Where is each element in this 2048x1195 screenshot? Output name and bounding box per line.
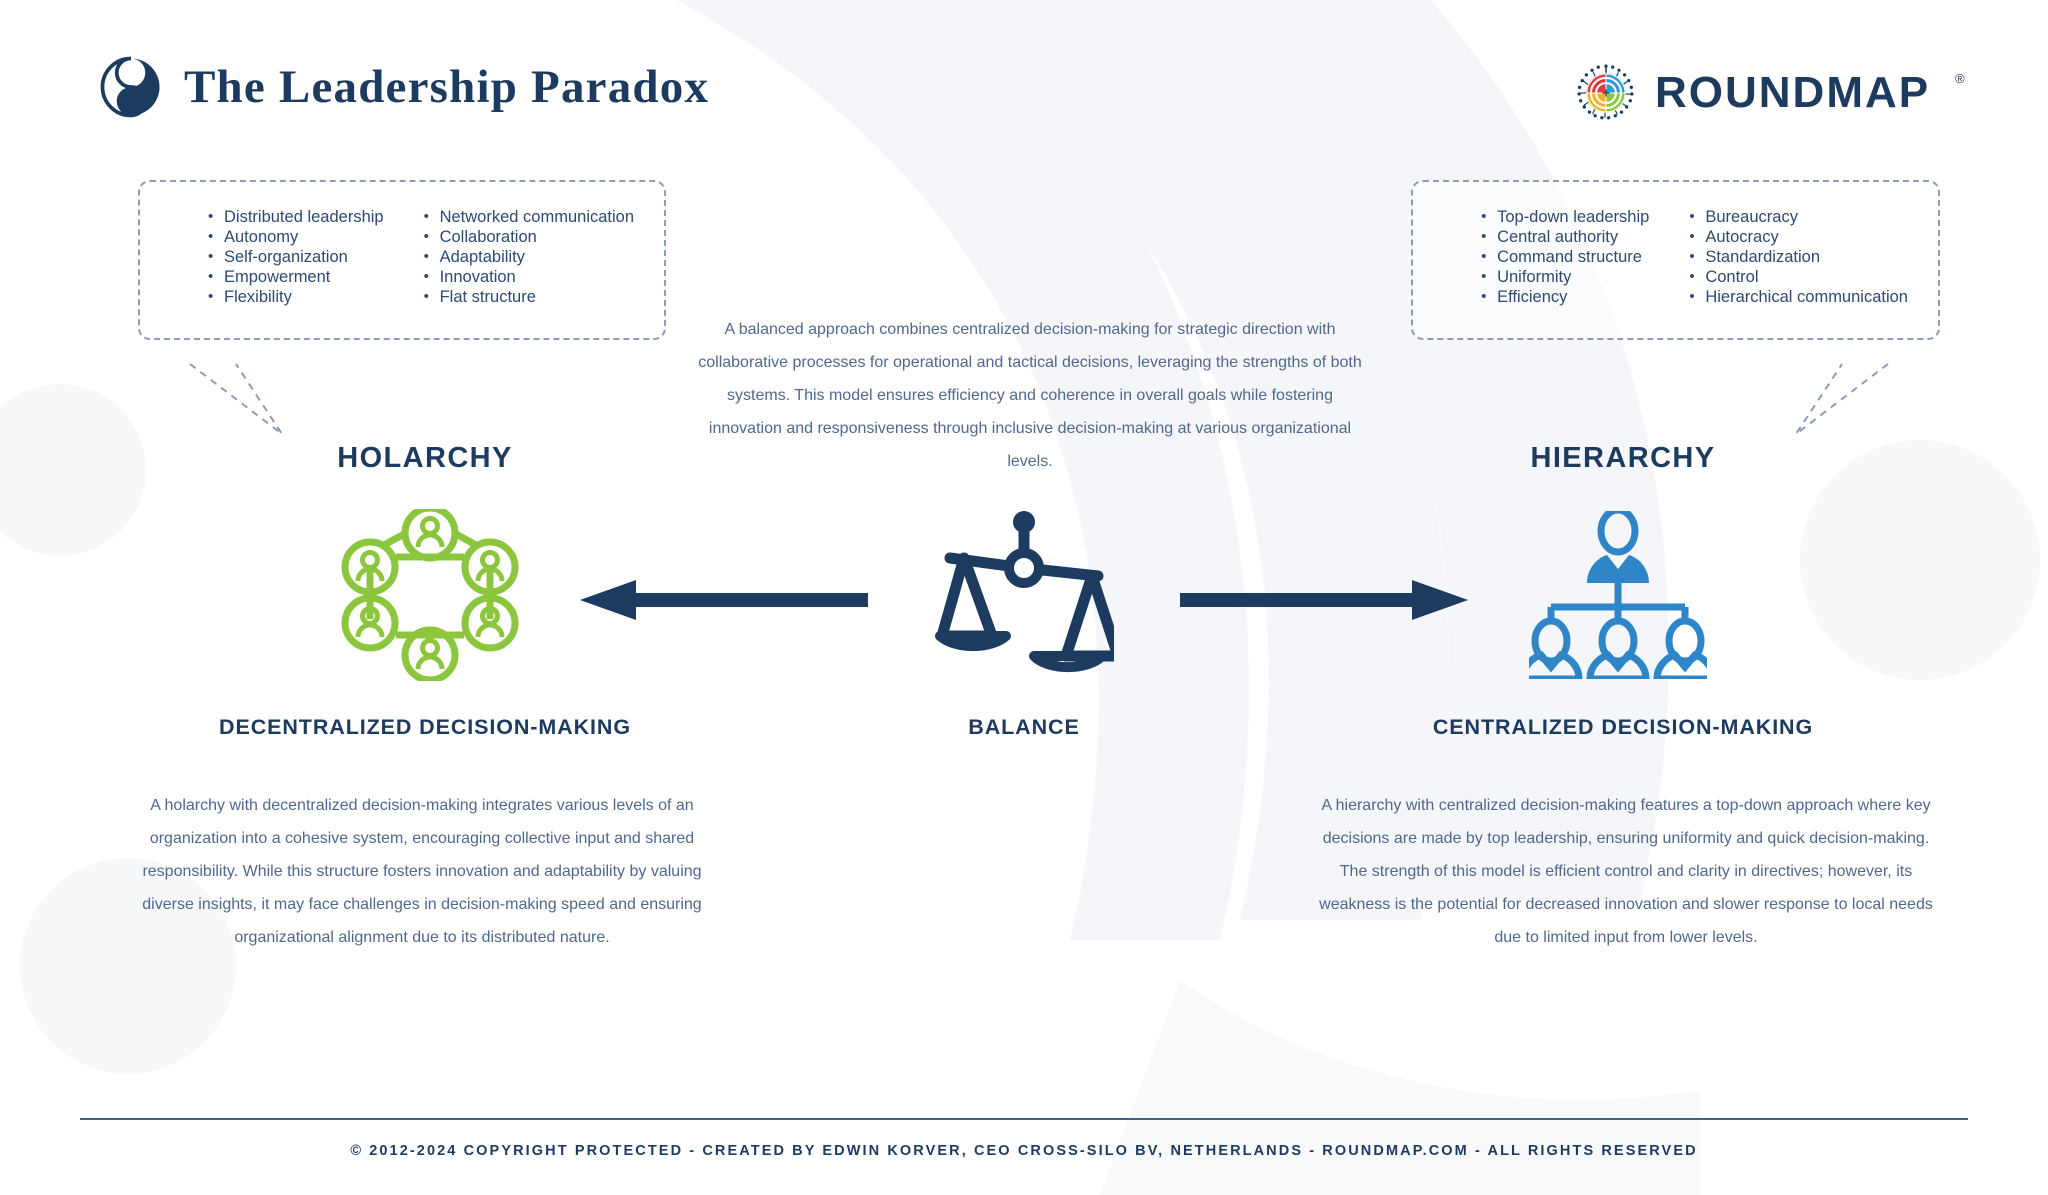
balance-scale-icon	[924, 505, 1124, 685]
callout-tail-right	[1795, 363, 1889, 435]
list-item: Central authority	[1481, 227, 1649, 248]
list-item: Autocracy	[1689, 227, 1908, 248]
arrow-pointing-left-to-holarchy	[580, 580, 868, 620]
page-header: The Leadership Paradox	[0, 48, 2048, 138]
hierarchy-heading: HIERARCHY	[1530, 442, 1716, 474]
holarchy-description: A holarchy with decentralized decision-m…	[142, 797, 702, 946]
list-item: Control	[1689, 267, 1908, 288]
list-item: Flat structure	[424, 287, 634, 308]
list-item: Autonomy	[208, 227, 384, 248]
list-item: Networked communication	[424, 207, 634, 228]
hierarchy-traits-column-1: Top-down leadership Central authority Co…	[1481, 207, 1649, 308]
org-chart-people-icon	[1518, 505, 1718, 685]
list-item: Flexibility	[208, 287, 384, 308]
brand-left: The Leadership Paradox	[100, 56, 709, 118]
list-item: Standardization	[1689, 247, 1908, 268]
balance-label: BALANCE	[968, 715, 1080, 739]
hierarchy-traits-callout: Top-down leadership Central authority Co…	[1411, 180, 1940, 435]
callout-tail-left	[189, 363, 283, 435]
list-item: Uniformity	[1481, 267, 1649, 288]
list-item: Adaptability	[424, 247, 634, 268]
holarchy-traits-column-1: Distributed leadership Autonomy Self-org…	[208, 207, 384, 308]
holarchy-traits-column-2: Networked communication Collaboration Ad…	[424, 207, 634, 308]
hierarchy-description: A hierarchy with centralized decision-ma…	[1319, 797, 1933, 946]
list-item: Efficiency	[1481, 287, 1649, 308]
centralized-label: CENTRALIZED DECISION-MAKING	[1432, 715, 1814, 739]
networked-people-ring-icon	[330, 505, 530, 685]
roundmap-wordmark-text: ROUNDMAP ®	[1655, 68, 1965, 117]
list-item: Collaboration	[424, 227, 634, 248]
yin-yang-icon	[100, 56, 160, 118]
page-title: The Leadership Paradox	[184, 61, 710, 113]
list-item: Innovation	[424, 267, 634, 288]
holarchy-traits-callout: Distributed leadership Autonomy Self-org…	[138, 180, 667, 435]
balance-description: A balanced approach combines centralized…	[698, 321, 1362, 470]
holarchy-heading: HOLARCHY	[337, 442, 513, 474]
svg-text:ROUNDMAP: ROUNDMAP	[1655, 68, 1930, 117]
list-item: Self-organization	[208, 247, 384, 268]
hierarchy-traits-column-2: Bureaucracy Autocracy Standardization Co…	[1689, 207, 1908, 308]
arrow-pointing-right-to-hierarchy	[1180, 580, 1468, 620]
decentralized-label: DECENTRALIZED DECISION-MAKING	[219, 715, 631, 739]
list-item: Distributed leadership	[208, 207, 384, 228]
list-item: Top-down leadership	[1481, 207, 1649, 228]
roundmap-circular-mark-icon	[1577, 64, 1634, 120]
list-item: Command structure	[1481, 247, 1649, 268]
brand-logo[interactable]: ROUNDMAP ®	[1575, 62, 1980, 124]
svg-text:®: ®	[1955, 71, 1965, 86]
list-item: Bureaucracy	[1689, 207, 1908, 228]
footer-copyright: © 2012-2024 COPYRIGHT PROTECTED - CREATE…	[350, 1143, 1698, 1159]
list-item: Empowerment	[208, 267, 384, 288]
footer-divider	[80, 1118, 1968, 1120]
list-item: Hierarchical communication	[1689, 287, 1908, 308]
brand-wordmark: ROUNDMAP ®	[1655, 67, 1980, 119]
